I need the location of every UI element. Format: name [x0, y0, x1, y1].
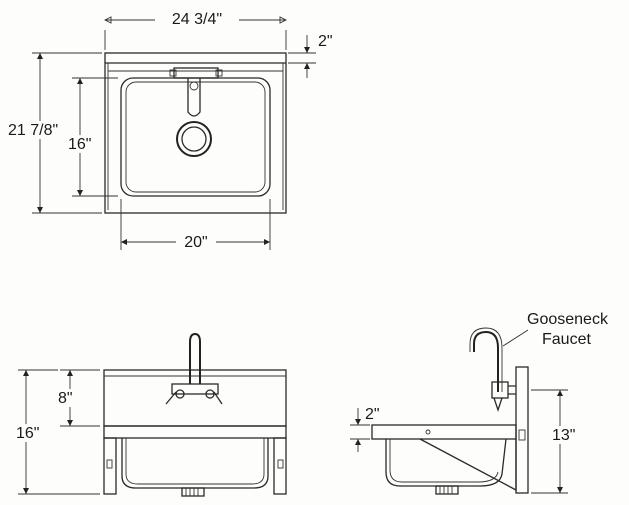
backsplash-height-label: 2": [318, 33, 333, 50]
gooseneck-faucet-icon: [469, 327, 516, 413]
front-bracket-right: [273, 437, 287, 495]
dim-front-overall-height: 16": [14, 369, 100, 495]
dim-overall-depth: 21 7/8": [6, 52, 102, 214]
front-faucet-icon: [165, 332, 223, 405]
front-bracket-slot-right: [277, 459, 284, 469]
front-drain-icon: [181, 487, 205, 497]
bowl-inner-outline: [125, 81, 266, 193]
front-bracket-left: [103, 437, 117, 495]
side-rim-screw: [425, 429, 431, 435]
overall-depth-label: 21 7/8": [8, 122, 58, 139]
sink-outline-top: [104, 52, 287, 214]
bracket-height-label: 13": [552, 427, 575, 444]
side-drain-icon: [435, 485, 459, 495]
bowl-outline: [120, 77, 271, 197]
drain-inner-ring: [181, 126, 207, 152]
dim-bowl-width: 20": [120, 199, 271, 251]
front-bowl: [121, 438, 269, 489]
side-bowl: [385, 438, 507, 487]
bowl-width-label: 20": [184, 234, 207, 251]
faucet-height-label: 8": [58, 390, 73, 407]
overall-width-label: 24 3/4": [172, 11, 222, 28]
dim-side-rim: 2": [350, 406, 380, 452]
gooseneck-label-line1: Gooseneck: [527, 311, 609, 328]
dim-bowl-depth: 16": [66, 77, 118, 197]
front-bowl-inner: [125, 438, 265, 485]
front-rim: [103, 425, 287, 439]
dim-overall-width: 24 3/4": [103, 10, 288, 50]
dim-faucet-height: 8": [56, 369, 100, 427]
side-view: Gooseneck Faucet 2" 13": [350, 311, 609, 495]
faucet-top-icon: [169, 67, 223, 117]
side-rim-height-label: 2": [365, 406, 380, 423]
side-rim: [371, 424, 517, 440]
side-bowl-inner: [389, 439, 499, 483]
side-gusset: [419, 438, 517, 492]
bowl-depth-label: 16": [68, 136, 91, 153]
faucet-leader-line: [502, 329, 529, 347]
dim-backsplash: 2": [288, 33, 333, 78]
gooseneck-label-line2: Faucet: [542, 331, 591, 348]
drain-icon: [176, 121, 212, 157]
front-view: 8" 16": [14, 332, 287, 497]
front-backsplash: [103, 369, 287, 427]
front-bracket-slot-left: [106, 459, 113, 469]
front-overall-height-label: 16": [16, 425, 39, 442]
side-wall-slot: [518, 429, 526, 441]
dim-bracket-height: 13": [531, 389, 584, 494]
top-view: 24 3/4" 2" 21 7/8": [6, 10, 333, 251]
